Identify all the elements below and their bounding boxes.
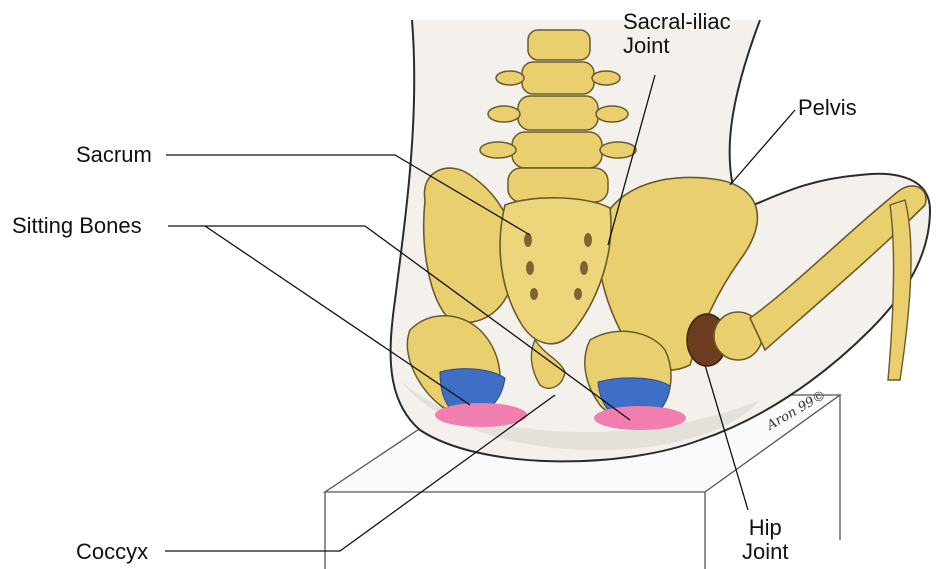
label-sacral-iliac-line2: Joint xyxy=(623,34,731,58)
label-sacrum: Sacrum xyxy=(76,143,152,167)
left-contact-pad xyxy=(435,403,527,427)
label-sacral-iliac: Sacral-iliac Joint xyxy=(623,10,731,58)
label-pelvis: Pelvis xyxy=(798,96,857,120)
label-sitting-bones: Sitting Bones xyxy=(12,214,142,238)
label-hip-joint: Hip Joint xyxy=(742,516,788,564)
right-contact-pad xyxy=(594,406,686,430)
label-sacral-iliac-line1: Sacral-iliac xyxy=(623,10,731,34)
label-hip-joint-line1: Hip xyxy=(742,516,788,540)
label-coccyx: Coccyx xyxy=(76,540,148,564)
label-hip-joint-line2: Joint xyxy=(742,540,788,564)
